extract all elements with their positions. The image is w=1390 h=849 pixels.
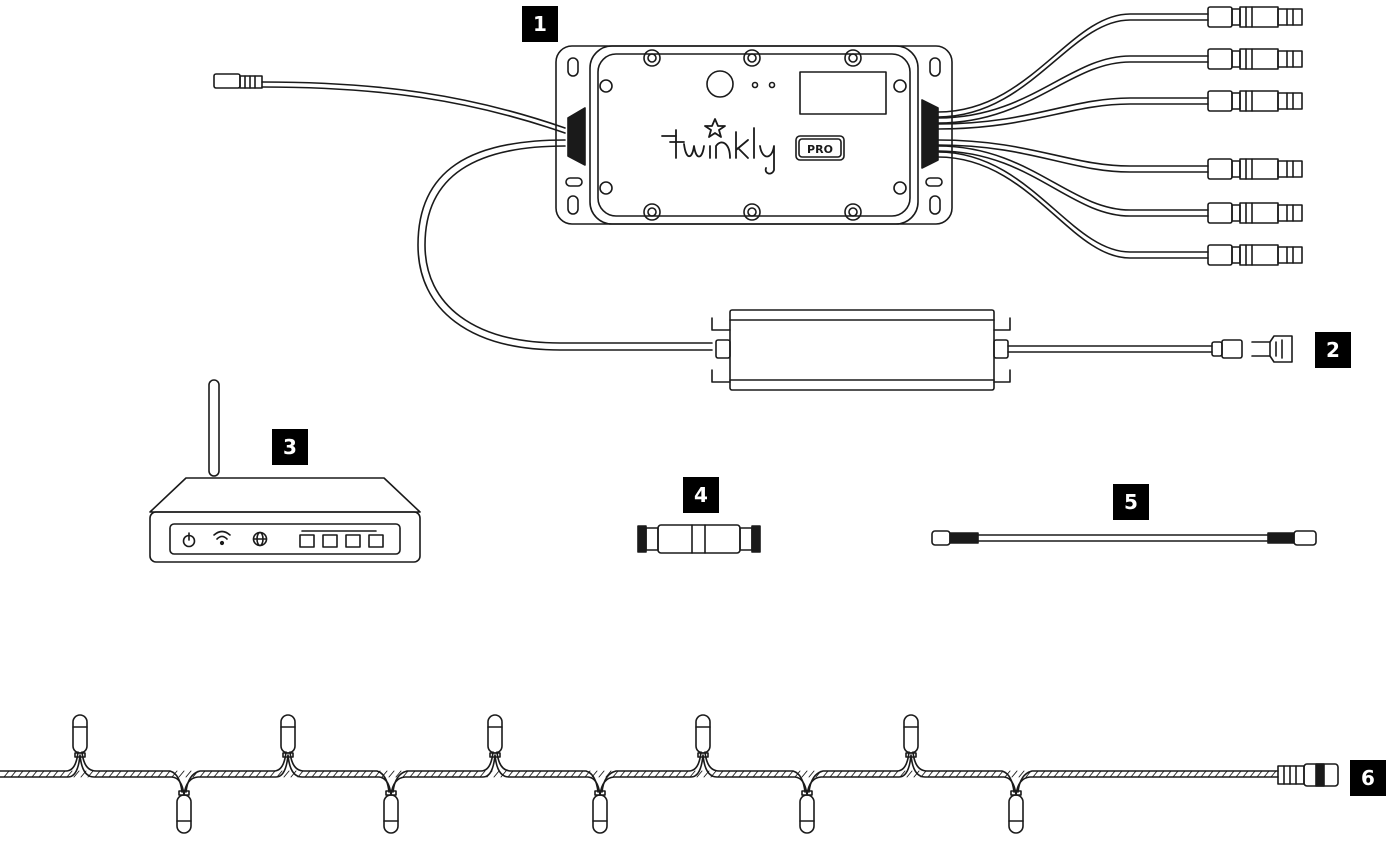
router-ports (299, 530, 384, 548)
left-grommet (567, 107, 586, 166)
led-bulb-9 (799, 790, 815, 834)
led-bulb-2 (280, 714, 296, 758)
controller-display (799, 71, 887, 115)
wifi-icon (213, 530, 231, 546)
badge-1: 1 (522, 6, 558, 42)
right-grommet (921, 99, 939, 169)
power-plug (1251, 335, 1293, 363)
controller-button[interactable] (706, 70, 734, 98)
twinkly-logo (661, 118, 775, 175)
light-string-connector (1277, 763, 1339, 787)
light-string-unit (0, 714, 1339, 834)
power-icon (182, 532, 196, 548)
led-bulb-6 (176, 790, 192, 834)
badge-2: 2 (1315, 332, 1351, 368)
led-bulb-3 (487, 714, 503, 758)
badge-4: 4 (683, 477, 719, 513)
coupler-unit (637, 524, 761, 554)
controller-output-cables (937, 6, 1303, 266)
led-bulb-4 (695, 714, 711, 758)
output-cable-6 (937, 151, 1303, 266)
router-antenna (208, 379, 220, 477)
output-cable-1 (937, 6, 1303, 118)
badge-6: 6 (1350, 760, 1386, 796)
status-led-right (768, 81, 776, 89)
router-top (149, 477, 421, 513)
extension-cable-unit (931, 530, 1317, 546)
led-bulb-1 (72, 714, 88, 758)
controller-unit: PRO (213, 6, 1303, 351)
led-bulb-10 (1008, 790, 1024, 834)
router-body (149, 511, 421, 563)
svg-text:PRO: PRO (807, 143, 833, 156)
led-bulb-5 (903, 714, 919, 758)
pro-badge: PRO (795, 135, 845, 161)
power-supply-body (729, 309, 995, 391)
plug-cable-end (1211, 341, 1223, 357)
output-cable-3 (937, 90, 1303, 130)
mounting-slots (565, 57, 943, 215)
badge-3: 3 (272, 429, 308, 465)
controller-input-cable (213, 73, 566, 134)
led-bulb-7 (383, 790, 399, 834)
power-supply-unit (711, 309, 1293, 391)
globe-icon (252, 531, 268, 547)
wire-twist-hatching (3, 770, 1277, 778)
output-cable-4 (937, 139, 1303, 180)
badge-5: 5 (1113, 484, 1149, 520)
output-cable-2 (937, 48, 1303, 124)
router-unit (149, 379, 421, 563)
output-cable-5 (937, 145, 1303, 224)
led-bulb-8 (592, 790, 608, 834)
status-led-left (751, 81, 759, 89)
controller-power-cable (417, 139, 713, 351)
housing-screws (599, 49, 907, 221)
